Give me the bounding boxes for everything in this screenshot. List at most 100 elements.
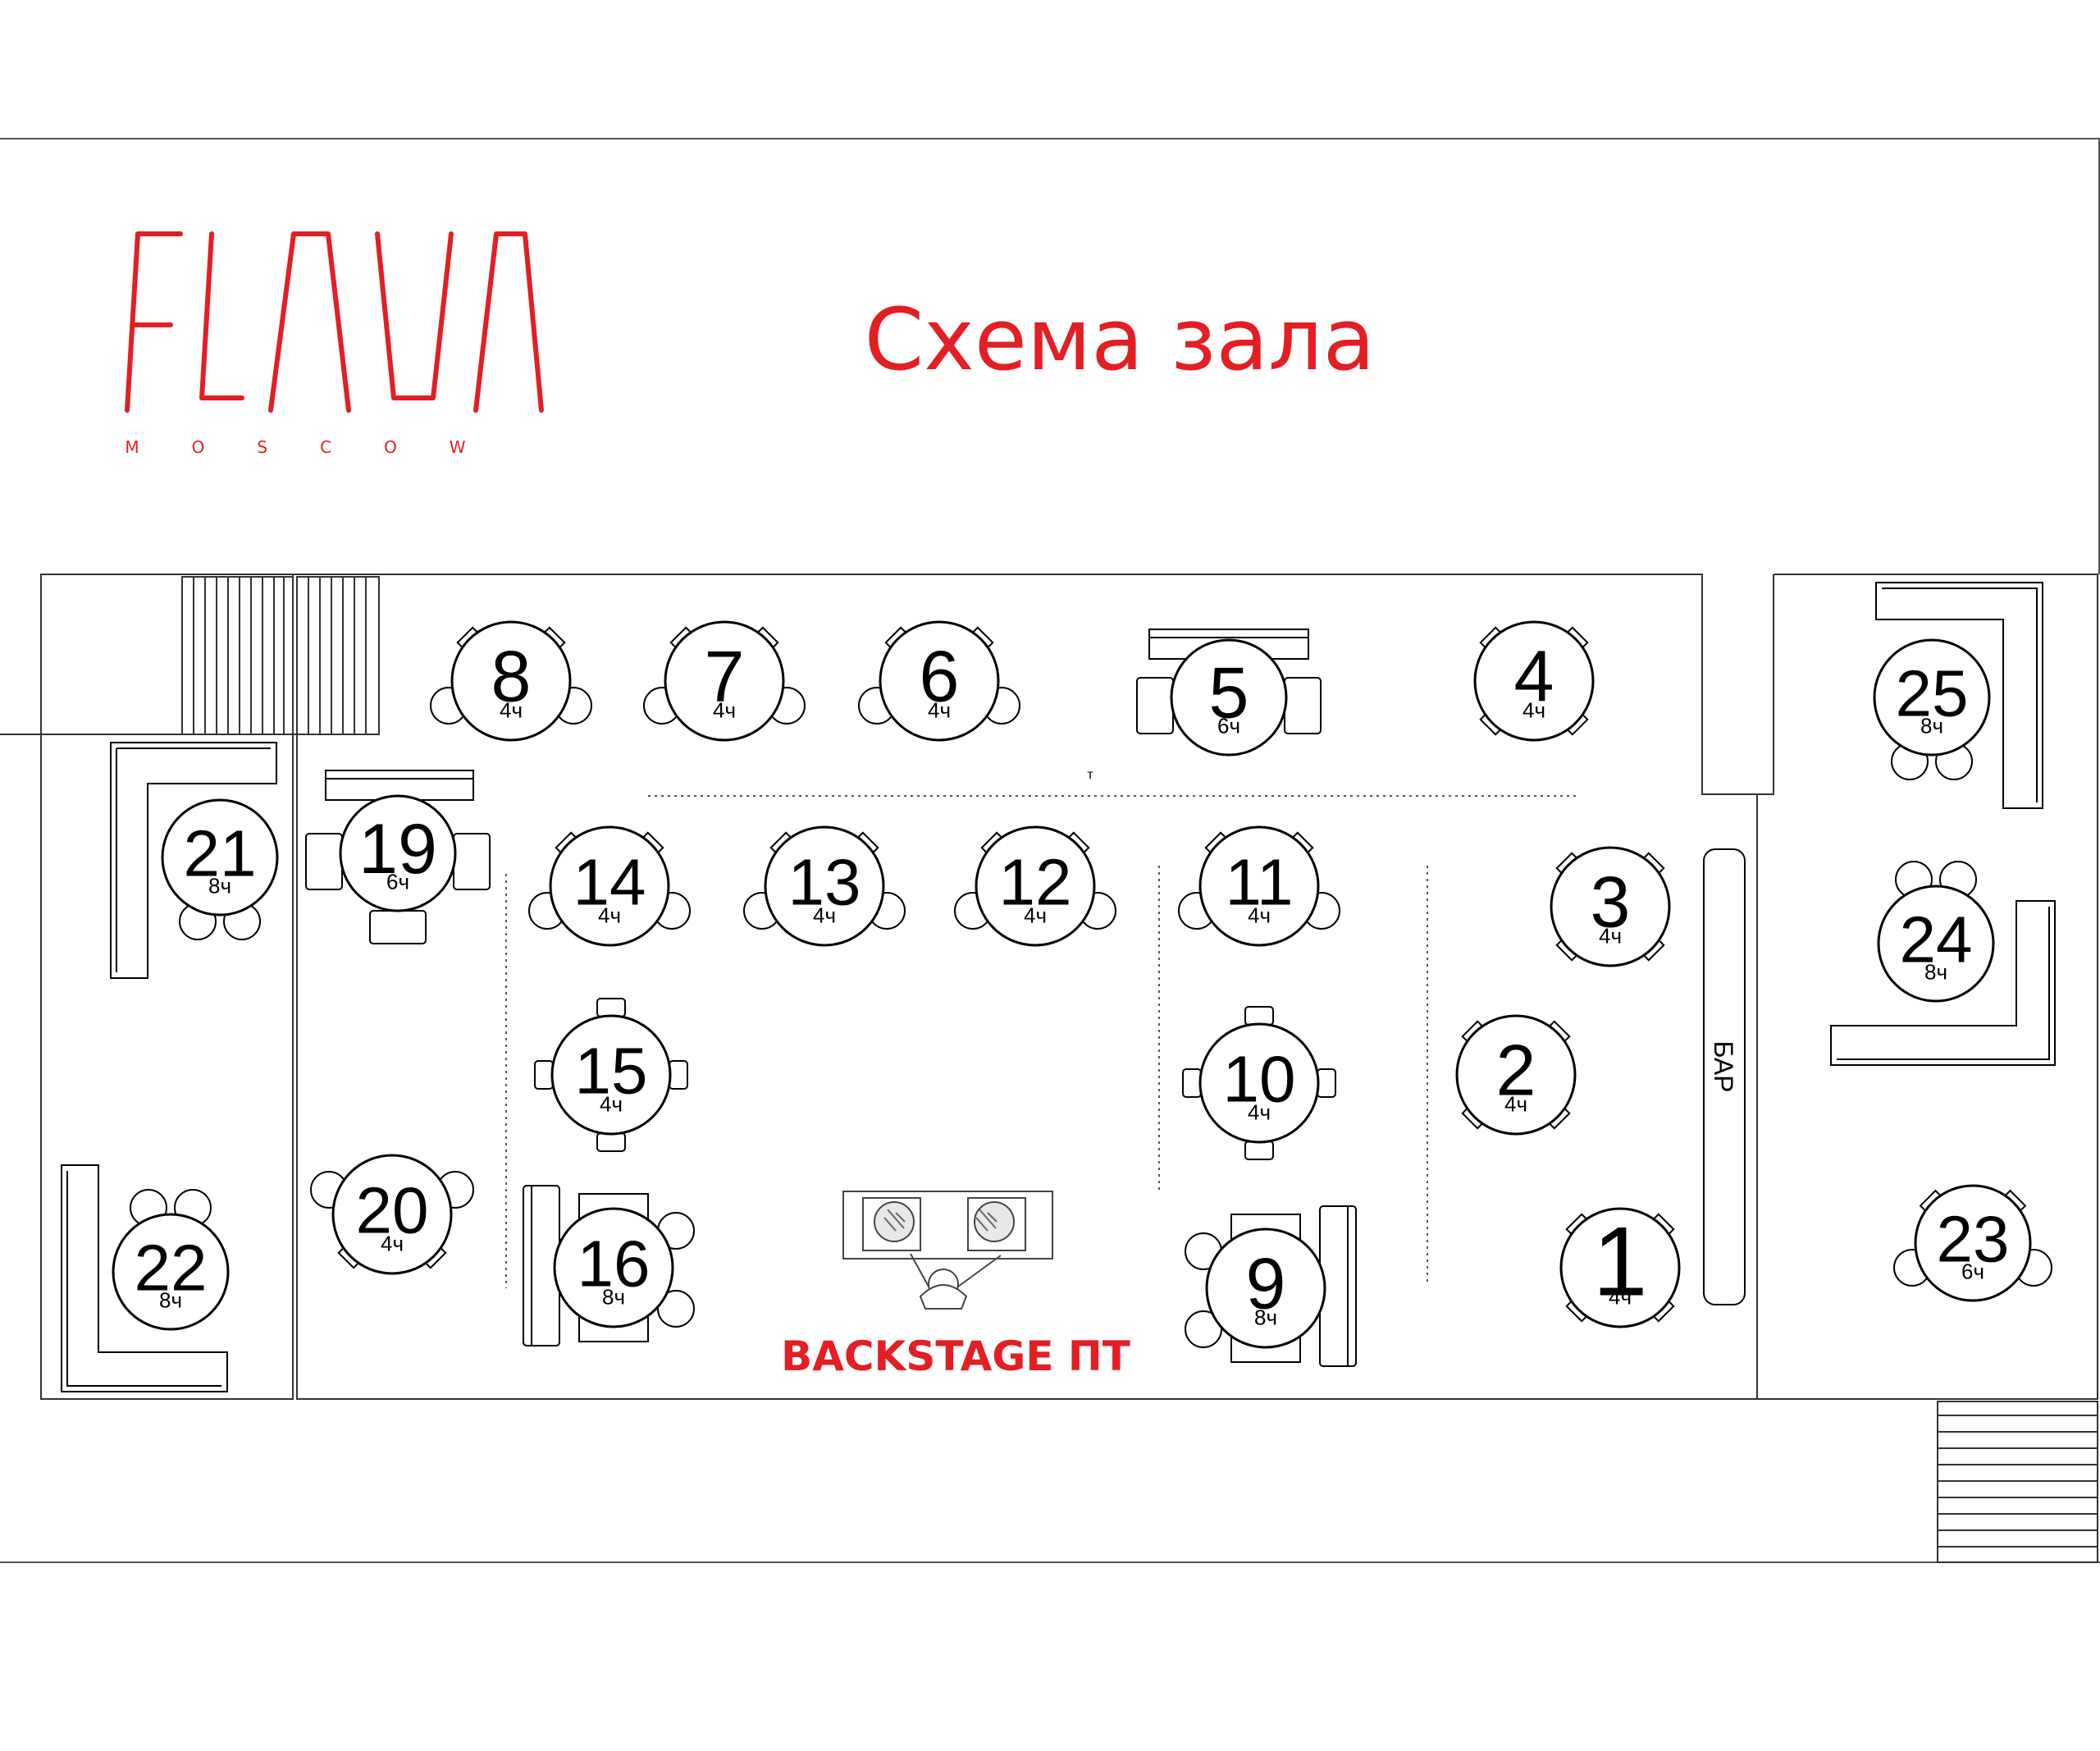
table-number: 5 bbox=[1209, 652, 1249, 734]
table-capacity: 4ч bbox=[1504, 1092, 1527, 1117]
table-top bbox=[553, 1207, 674, 1328]
table-capacity: 4ч bbox=[1609, 1285, 1632, 1310]
table-top bbox=[549, 825, 670, 947]
table-1[interactable]: 14ч bbox=[1559, 1207, 1681, 1328]
table-capacity: 4ч bbox=[928, 698, 951, 723]
table-7[interactable]: 74ч bbox=[643, 620, 806, 742]
tables-layer: 14ч24ч34ч44ч56ч64ч74ч84ч98ч104ч114ч124ч1… bbox=[112, 620, 2052, 1367]
stage-label: BACKSTAGE ПТ bbox=[781, 1333, 1130, 1380]
table-number: 4 bbox=[1514, 636, 1554, 717]
table-top bbox=[664, 620, 785, 742]
table-capacity: 4ч bbox=[598, 903, 621, 928]
table-number: 22 bbox=[135, 1231, 208, 1304]
dotted-partitions bbox=[505, 795, 1579, 1288]
table-top bbox=[1559, 1207, 1681, 1328]
table-number: 23 bbox=[1937, 1202, 2010, 1275]
chair bbox=[453, 833, 491, 890]
table-number: 6 bbox=[920, 636, 960, 717]
table-number: 11 bbox=[1225, 845, 1293, 918]
logo-subtext: MOSCOW bbox=[125, 437, 518, 457]
table-number: 21 bbox=[184, 816, 257, 889]
table-number: 7 bbox=[705, 636, 745, 717]
table-number: 13 bbox=[788, 845, 861, 918]
table-top bbox=[450, 620, 572, 742]
table-capacity: 4ч bbox=[1248, 903, 1271, 928]
table-9[interactable]: 98ч bbox=[1185, 1205, 1357, 1367]
chair bbox=[1182, 1068, 1202, 1098]
table-5[interactable]: 56ч bbox=[1136, 629, 1322, 757]
table-top bbox=[1877, 885, 1995, 1003]
table-3[interactable]: 34ч bbox=[1550, 846, 1671, 967]
chair bbox=[1284, 677, 1322, 734]
table-capacity: 8ч bbox=[159, 1287, 182, 1312]
table-number: 8 bbox=[491, 636, 532, 717]
sofa-24 bbox=[1830, 900, 2056, 1066]
page-title: Схема зала bbox=[865, 290, 1376, 390]
chair bbox=[305, 833, 343, 890]
table-number: 20 bbox=[356, 1173, 429, 1246]
sofa-21 bbox=[110, 742, 277, 979]
table-4[interactable]: 44ч bbox=[1473, 620, 1595, 742]
stairs-bottom-right bbox=[1937, 1401, 2098, 1563]
marker-label: т bbox=[1087, 768, 1093, 782]
dj-booth bbox=[842, 1191, 1053, 1310]
table-top bbox=[1455, 1014, 1577, 1136]
sofa-22 bbox=[61, 1164, 228, 1392]
table-capacity: 6ч bbox=[1961, 1259, 1984, 1283]
table-2[interactable]: 24ч bbox=[1455, 1014, 1577, 1136]
table-8[interactable]: 84ч bbox=[430, 620, 592, 742]
table-top bbox=[879, 620, 1000, 742]
table-capacity: 4ч bbox=[381, 1232, 404, 1256]
table-top bbox=[1550, 846, 1671, 967]
chair bbox=[534, 1060, 554, 1090]
table-capacity: 4ч bbox=[713, 698, 736, 723]
table-top bbox=[112, 1213, 230, 1331]
table-capacity: 4ч bbox=[1024, 903, 1047, 928]
table-top bbox=[975, 825, 1096, 947]
chair bbox=[669, 1060, 688, 1090]
table-number: 19 bbox=[358, 810, 437, 889]
table-top bbox=[161, 798, 279, 917]
building-outline bbox=[0, 138, 2100, 1563]
table-top bbox=[1205, 1228, 1326, 1349]
table-number: 9 bbox=[1246, 1243, 1286, 1324]
chair bbox=[1136, 677, 1174, 734]
table-number: 3 bbox=[1591, 862, 1631, 943]
table-number: 12 bbox=[999, 845, 1072, 918]
table-top bbox=[1873, 638, 1991, 757]
table-top bbox=[1198, 825, 1320, 947]
table-capacity: 8ч bbox=[1924, 959, 1947, 984]
table-number: 15 bbox=[575, 1034, 648, 1107]
table-capacity: 4ч bbox=[813, 903, 836, 928]
table-capacity: 8ч bbox=[1920, 713, 1943, 738]
table-capacity: 4ч bbox=[600, 1092, 623, 1117]
bar-label: БАР bbox=[1709, 1041, 1738, 1093]
table-capacity: 6ч bbox=[386, 869, 409, 894]
table-top bbox=[1914, 1184, 2032, 1302]
table-capacity: 4ч bbox=[1248, 1100, 1271, 1125]
chair bbox=[1317, 1068, 1336, 1098]
stairs-top-left bbox=[181, 576, 380, 735]
table-top bbox=[331, 1154, 453, 1275]
table-top bbox=[1198, 1022, 1320, 1144]
table-6[interactable]: 64ч bbox=[858, 620, 1020, 742]
table-capacity: 8ч bbox=[208, 873, 231, 898]
table-capacity: 4ч bbox=[1599, 924, 1622, 949]
table-capacity: 8ч bbox=[602, 1285, 625, 1310]
sofa-25 bbox=[1875, 582, 2043, 809]
